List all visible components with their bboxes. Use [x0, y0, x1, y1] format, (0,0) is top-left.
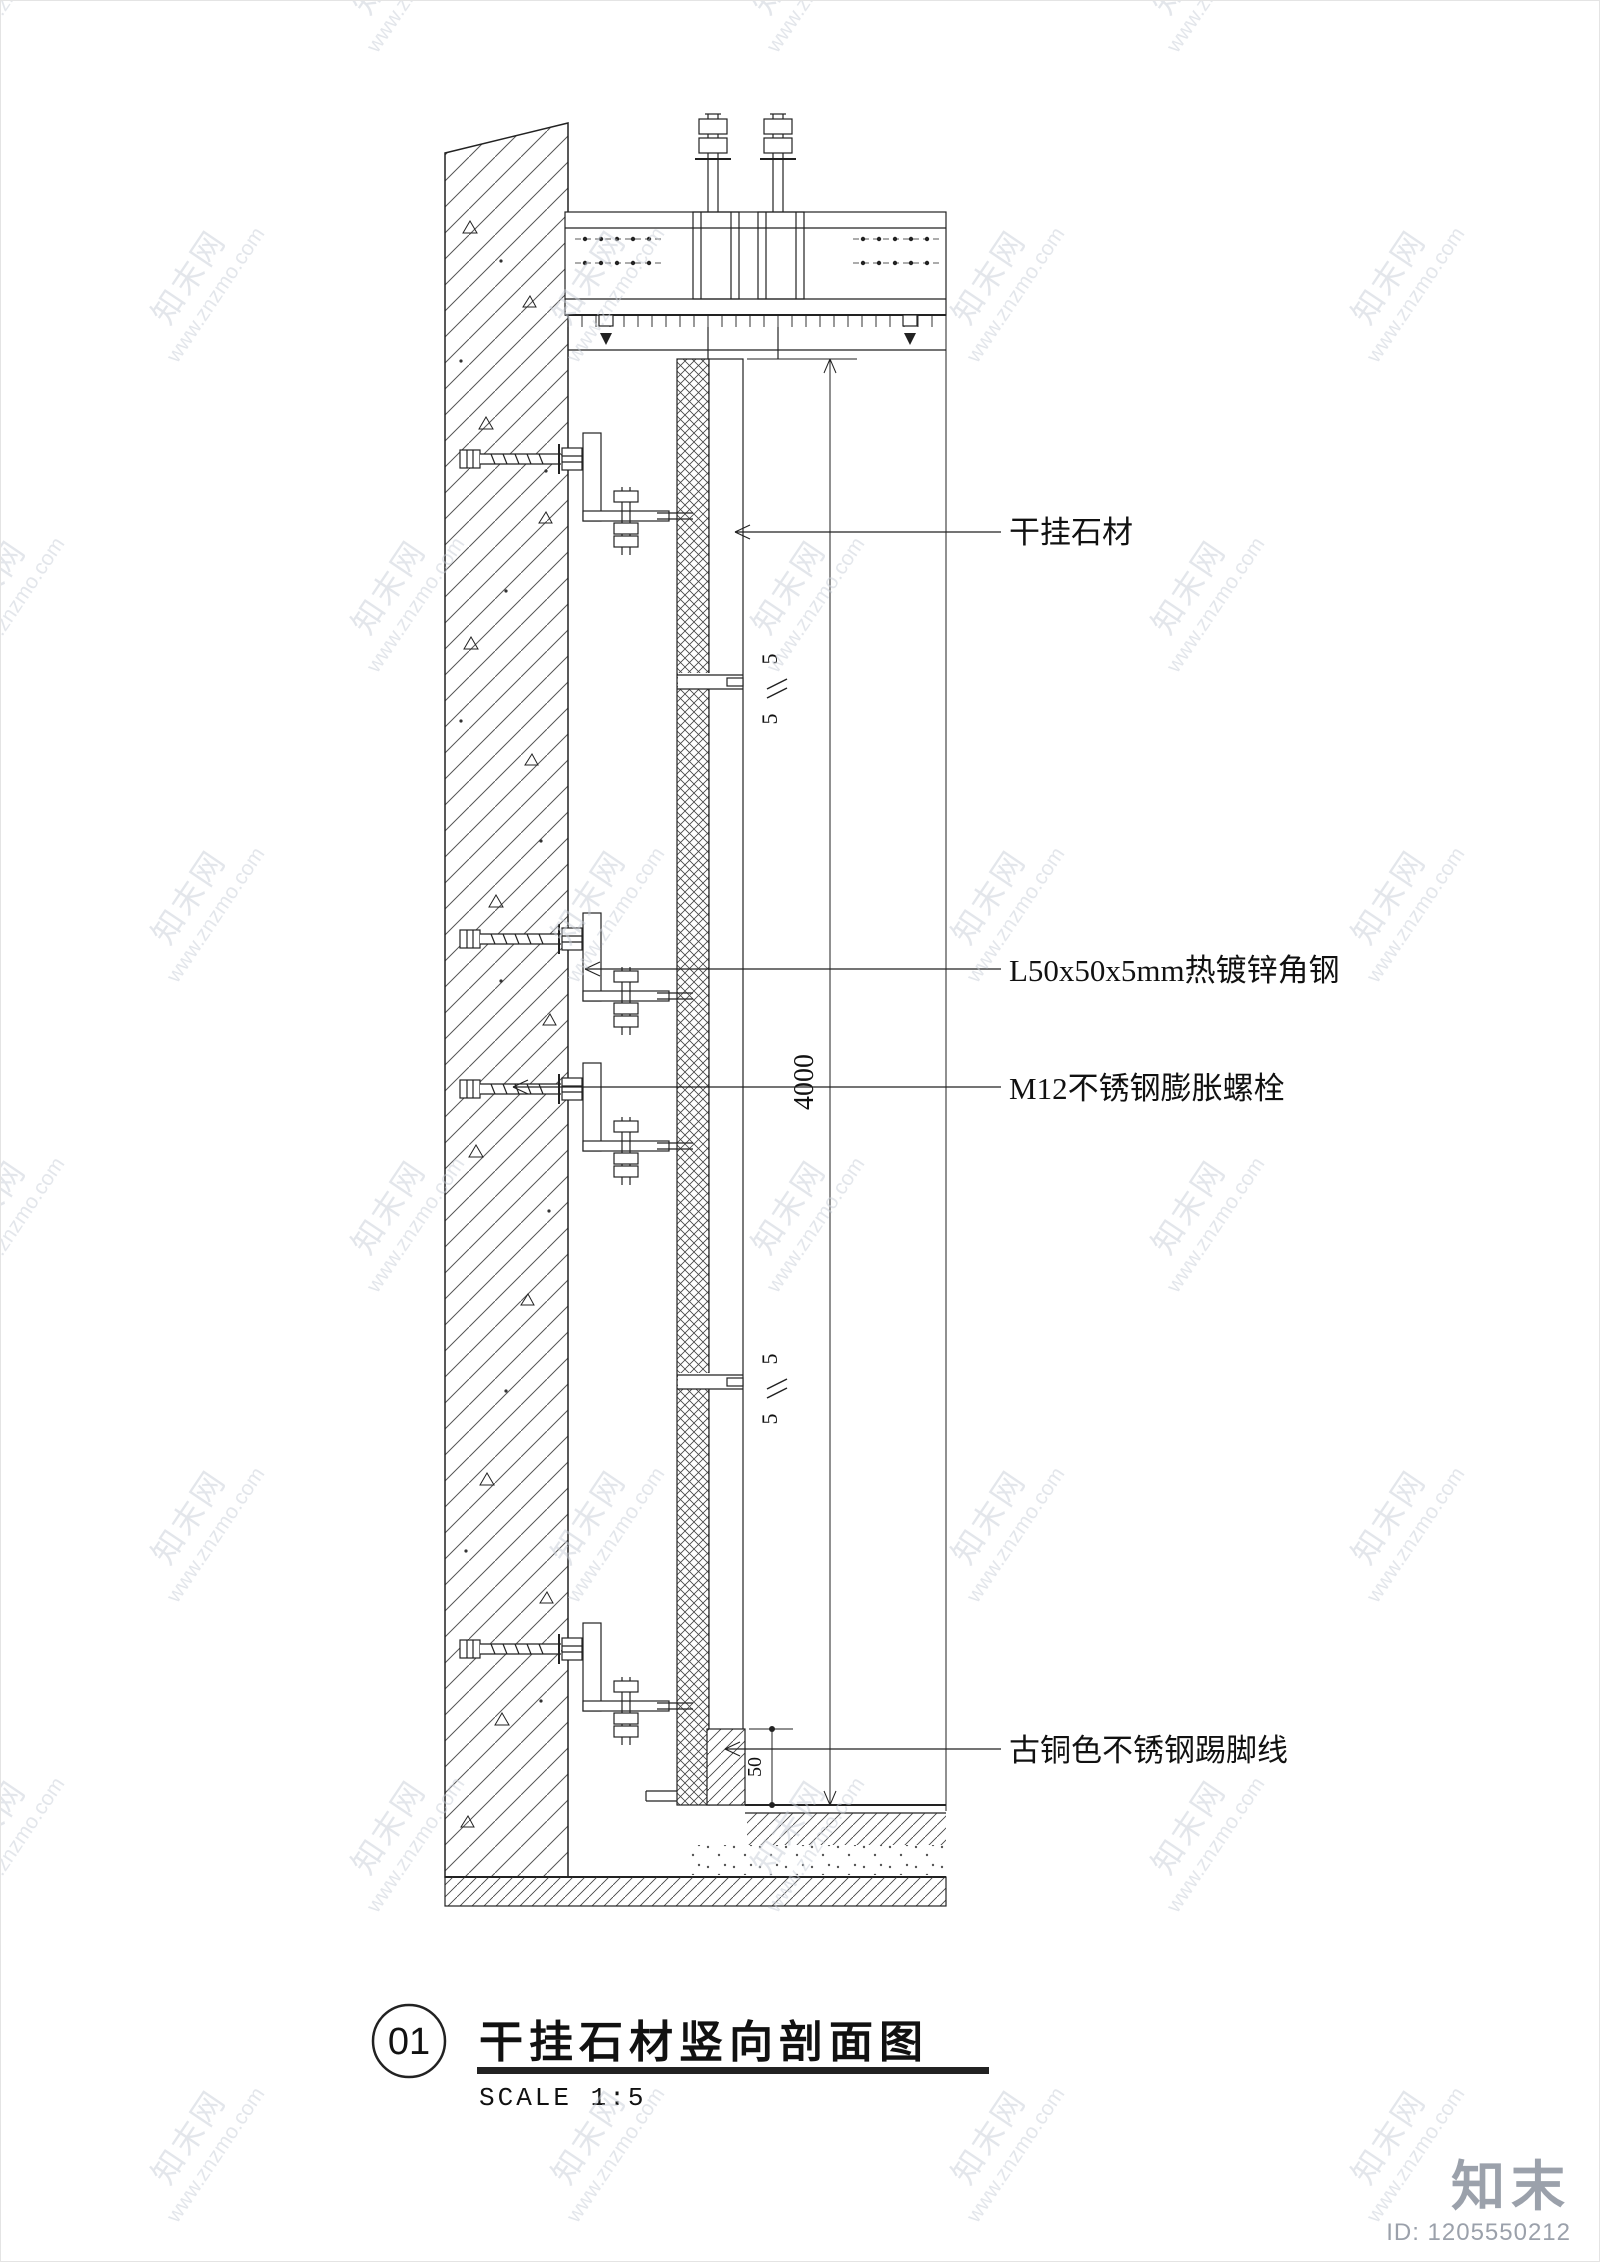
callout-skirting-label: 古铜色不锈钢踢脚线: [1009, 1733, 1288, 1768]
joint-gap-value: 5: [757, 1354, 782, 1365]
dim-overall-height: 4000: [789, 1054, 820, 1110]
site-brand: 知末 ID: 1205550212: [1386, 2156, 1571, 2247]
callout-stone: 干挂石材: [734, 515, 1133, 550]
top-connection: [564, 113, 947, 1811]
image-id: ID: 1205550212: [1386, 2219, 1571, 2246]
panel-joint-upper: [677, 673, 744, 690]
callout-angle-steel-label: L50x50x5mm热镀锌角钢: [1009, 953, 1340, 988]
rod-nuts: [695, 118, 796, 160]
bolt-holes: [575, 236, 939, 266]
detail-number-circle: [371, 2003, 447, 2079]
title-underline: [477, 2067, 989, 2074]
joint-gap-value: 5: [757, 654, 782, 665]
drawing-scale: SCALE 1:5: [479, 2083, 646, 2113]
joint-gap-marker-upper: 5 5: [757, 654, 788, 725]
joint-gap-value: 5: [757, 1414, 782, 1425]
joint-gap-value: 5: [757, 714, 782, 725]
callout-stone-label: 干挂石材: [1009, 515, 1133, 550]
callouts: 干挂石材 L50x50x5mm热镀锌角钢 M12不锈钢膨胀螺栓 古铜色不锈钢踢脚…: [512, 515, 1340, 1768]
callout-angle-steel: L50x50x5mm热镀锌角钢: [584, 953, 1340, 988]
concrete-wall: [444, 122, 569, 1878]
dim-skirting: 50: [744, 1726, 793, 1808]
joint-gap-marker-lower: 5 5: [757, 1354, 788, 1425]
stone-panel: [676, 358, 744, 1806]
callout-expansion-bolt: M12不锈钢膨胀螺栓: [512, 1071, 1285, 1106]
aggregate-triangles: [460, 220, 557, 1828]
dim-skirting-height: 50: [744, 1757, 766, 1777]
panel-joint-lower: [677, 1373, 744, 1390]
callout-expansion-bolt-label: M12不锈钢膨胀螺栓: [1009, 1071, 1285, 1106]
drawing-title: 干挂石材竖向剖面图: [479, 2018, 929, 2067]
title-block: 01 干挂石材竖向剖面图 SCALE 1:5: [371, 2003, 989, 2113]
brand-logo: 知末: [1451, 2156, 1571, 2217]
callout-skirting: 古铜色不锈钢踢脚线: [724, 1733, 1288, 1768]
dimensions: 4000 50 5 5 5 5: [744, 358, 857, 1808]
floor-skirting: [444, 1728, 947, 1907]
detail-number: 01: [388, 2021, 430, 2063]
